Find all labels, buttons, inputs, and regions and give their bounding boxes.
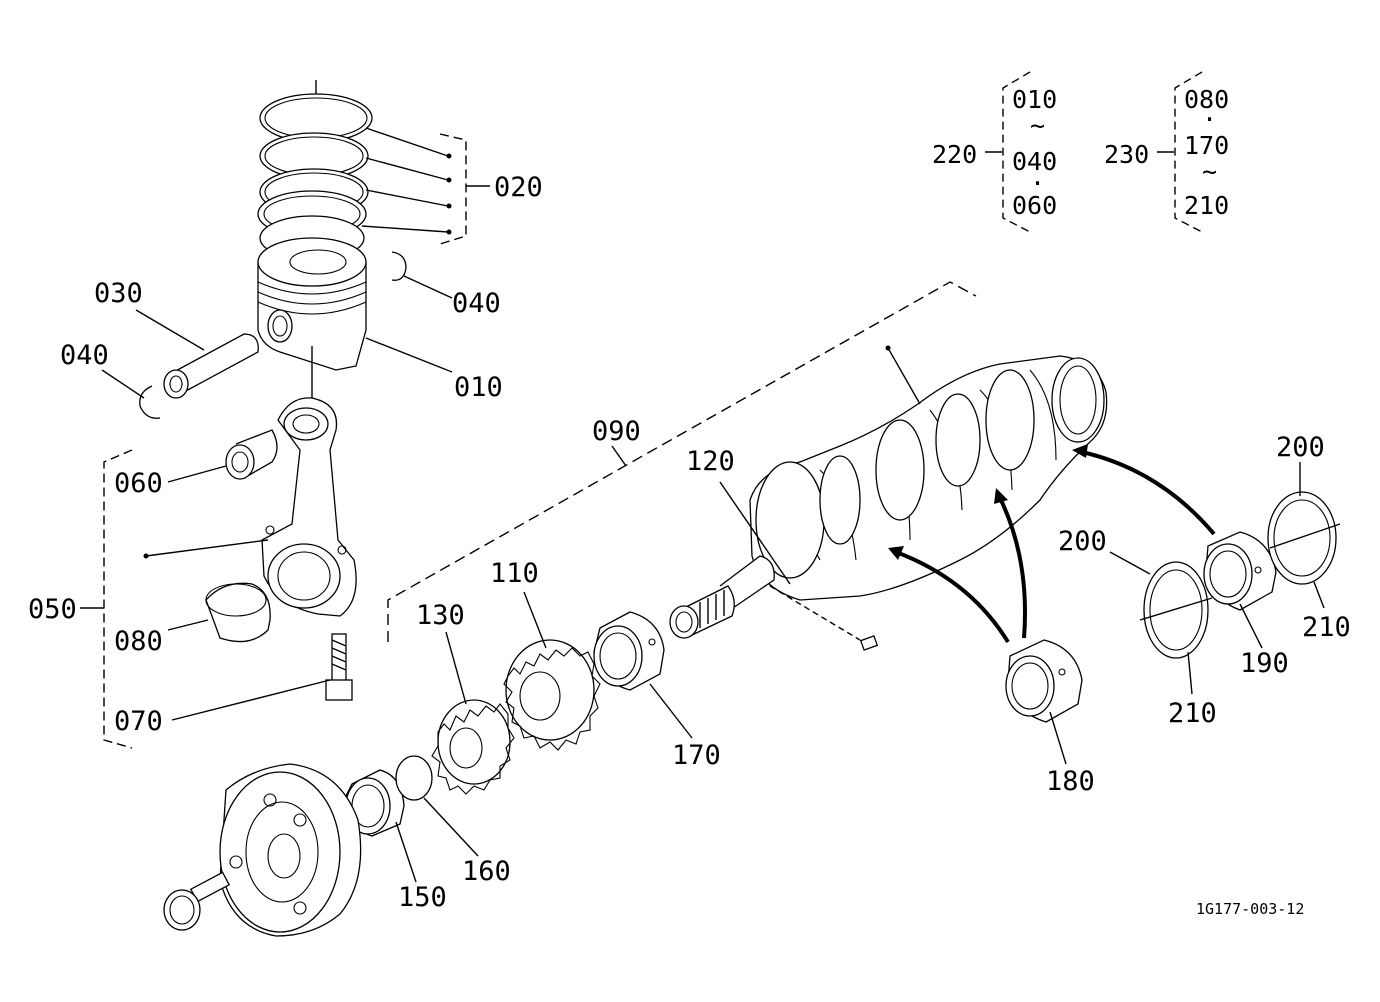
main-bearing-center — [1005, 639, 1083, 765]
small-end-bushing — [167, 429, 278, 483]
kit-220-first: 010 — [1012, 85, 1057, 114]
kit-220-last: 060 — [1012, 191, 1057, 220]
kit-230-first: 080 — [1184, 85, 1229, 114]
callout-200-rear: 200 — [1276, 432, 1325, 463]
kit-230-mid: 170 — [1184, 131, 1229, 160]
callout-120: 120 — [686, 446, 735, 477]
callout-040-right: 040 — [452, 288, 501, 319]
front-bushing — [593, 611, 693, 739]
callout-010: 010 — [454, 372, 503, 403]
kit-220-dot: · — [1030, 169, 1045, 198]
kit-220-legend: 220 010 ~ 040 · 060 — [932, 71, 1057, 233]
snap-ring-right — [391, 251, 453, 299]
callout-200-front: 200 — [1058, 526, 1107, 557]
ring-leaders — [361, 127, 490, 245]
callout-070: 070 — [114, 706, 163, 737]
callout-080: 080 — [114, 626, 163, 657]
callouts: 020 040 030 040 010 060 050 080 070 090 … — [28, 172, 1351, 918]
piston-pin — [135, 309, 259, 399]
kit-230-dot: · — [1202, 105, 1217, 134]
kit-220-label: 220 — [932, 140, 977, 169]
piston — [257, 237, 367, 398]
rod-bolt — [171, 633, 353, 721]
callout-030: 030 — [94, 278, 143, 309]
callout-130: 130 — [416, 600, 465, 631]
snap-ring-left — [101, 369, 161, 419]
pulley-bolt — [163, 871, 231, 931]
callout-190: 190 — [1240, 648, 1289, 679]
callout-090: 090 — [592, 416, 641, 447]
callout-020: 020 — [494, 172, 543, 203]
kit-230-last: 210 — [1184, 191, 1229, 220]
big-end-bearing — [167, 582, 271, 643]
crank-sub-gear — [431, 631, 515, 795]
kit-220-tilde: ~ — [1030, 111, 1045, 140]
callout-170: 170 — [672, 740, 721, 771]
crank-gear — [503, 591, 601, 751]
kit-230-tilde: ~ — [1202, 157, 1217, 186]
crankshaft — [669, 345, 1108, 651]
main-bearing-rear — [1203, 531, 1277, 649]
callout-160: 160 — [462, 856, 511, 887]
o-ring — [395, 755, 479, 857]
kit-230-legend: 230 080 · 170 ~ 210 — [1104, 71, 1229, 233]
callout-110: 110 — [490, 558, 539, 589]
crankshaft-dashed-group — [387, 281, 977, 642]
kit-230-label: 230 — [1104, 140, 1149, 169]
callout-040-left: 040 — [60, 340, 109, 371]
callout-210-front: 210 — [1168, 698, 1217, 729]
callout-150: 150 — [398, 882, 447, 913]
drawing-code: 1G177-003-12 — [1196, 900, 1304, 918]
crank-pulley — [219, 763, 362, 937]
callout-180: 180 — [1046, 766, 1095, 797]
callout-050: 050 — [28, 594, 77, 625]
callout-210-rear: 210 — [1302, 612, 1351, 643]
thrust-washer-rear — [1267, 462, 1341, 609]
assembly-arrows — [888, 444, 1216, 644]
connecting-rod — [143, 397, 357, 617]
kit-220-mid: 040 — [1012, 147, 1057, 176]
thrust-washer-front — [1109, 551, 1213, 695]
piston-rings — [257, 80, 373, 261]
callout-060: 060 — [114, 468, 163, 499]
